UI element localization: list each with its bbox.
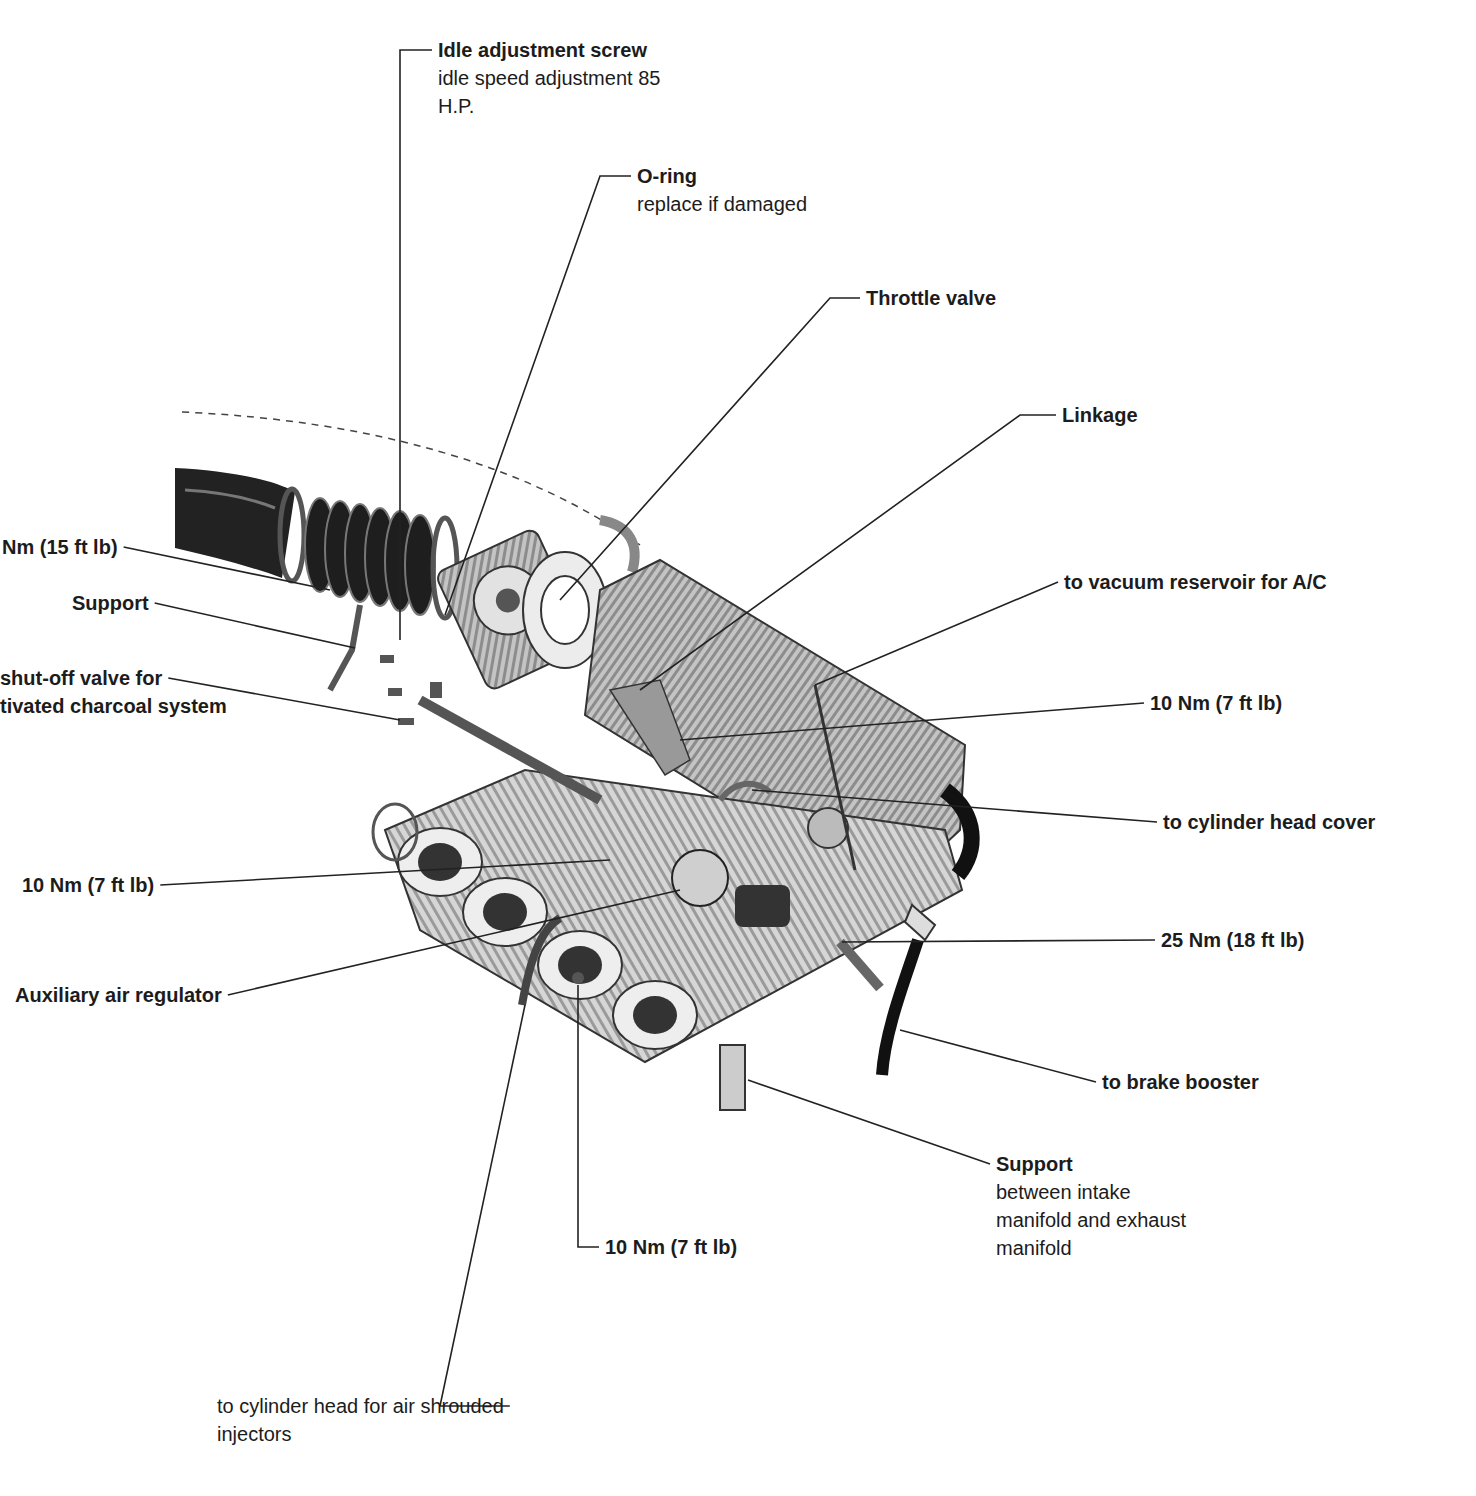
sensor	[840, 942, 880, 988]
torque-value: 25 Nm (18 ft lb)	[1161, 926, 1304, 954]
leader-line	[748, 1080, 990, 1164]
small-part	[388, 688, 402, 696]
bolt	[572, 972, 584, 984]
port-plate	[463, 878, 547, 946]
part-name: Linkage	[1062, 401, 1138, 429]
torque-value: 10 Nm (7 ft lb)	[605, 1233, 737, 1261]
leader-line	[124, 547, 330, 590]
part-name: shut-off valve for tivated charcoal syst…	[0, 664, 230, 720]
connection-note: to cylinder head for air shrouded inject…	[217, 1392, 507, 1448]
leader-line	[815, 582, 1058, 685]
part-note: between intake manifold and exhaust mani…	[996, 1178, 1196, 1262]
connection-note: to cylinder head cover	[1163, 808, 1375, 836]
bellows-fold	[405, 515, 435, 615]
small-part	[430, 682, 442, 698]
part-name: Support	[996, 1150, 1073, 1178]
leader-line	[445, 176, 631, 615]
part-name: Auxiliary air regulator	[15, 981, 222, 1009]
port	[558, 946, 602, 984]
throttle-shaft	[492, 585, 524, 617]
linkage	[610, 680, 690, 775]
leader-line	[160, 860, 610, 885]
charcoal-tube	[420, 700, 600, 800]
port-plate	[613, 981, 697, 1049]
leader-line	[155, 603, 355, 648]
leader-line	[440, 1005, 525, 1406]
leader-line	[842, 940, 1155, 942]
leader-line	[578, 985, 599, 1247]
small-part	[398, 718, 414, 725]
torque-value: Nm (15 ft lb)	[2, 533, 118, 561]
leader-line	[640, 415, 1056, 690]
leader-line	[228, 890, 680, 995]
torque-value: 10 Nm (7 ft lb)	[22, 871, 154, 899]
small-part	[380, 655, 394, 663]
torque-value: 10 Nm (7 ft lb)	[1150, 689, 1282, 717]
part-name: Throttle valve	[866, 284, 996, 312]
port-plate	[538, 931, 622, 999]
connection-note: to vacuum reservoir for A/C	[1064, 568, 1327, 596]
runners	[385, 770, 962, 1062]
vacuum-line	[815, 685, 855, 870]
regulator-body	[735, 885, 790, 927]
support-bracket	[330, 605, 360, 690]
part-note: replace if damaged	[637, 190, 807, 218]
leader-line	[752, 790, 1157, 822]
support-plate	[720, 1045, 745, 1110]
leader-line	[400, 50, 432, 640]
flange-hole	[541, 576, 589, 644]
injector-air-line	[522, 918, 560, 1005]
part-note: idle speed adjustment 85 H.P.	[438, 64, 668, 120]
port	[483, 893, 527, 931]
booster-hose	[945, 790, 972, 875]
gasket	[373, 804, 417, 860]
cover-hose	[720, 784, 770, 800]
check-valve	[905, 905, 935, 940]
leader-line	[680, 703, 1144, 740]
part-name: Idle adjustment screw	[438, 36, 647, 64]
flange-ports	[398, 828, 697, 1049]
part-name: Support	[72, 589, 149, 617]
breather-pipe	[600, 520, 635, 572]
port-plate	[398, 828, 482, 896]
leader-line	[560, 298, 860, 600]
part-name: O-ring	[637, 162, 697, 190]
connection-note: to brake booster	[1102, 1068, 1259, 1096]
booster-hose	[882, 940, 918, 1075]
port	[418, 843, 462, 881]
port	[633, 996, 677, 1034]
hose-highlight	[185, 490, 275, 508]
bellows	[305, 498, 435, 615]
hose-clamp	[280, 489, 304, 581]
leader-line	[900, 1030, 1096, 1082]
aux-air-regulator	[672, 850, 728, 906]
